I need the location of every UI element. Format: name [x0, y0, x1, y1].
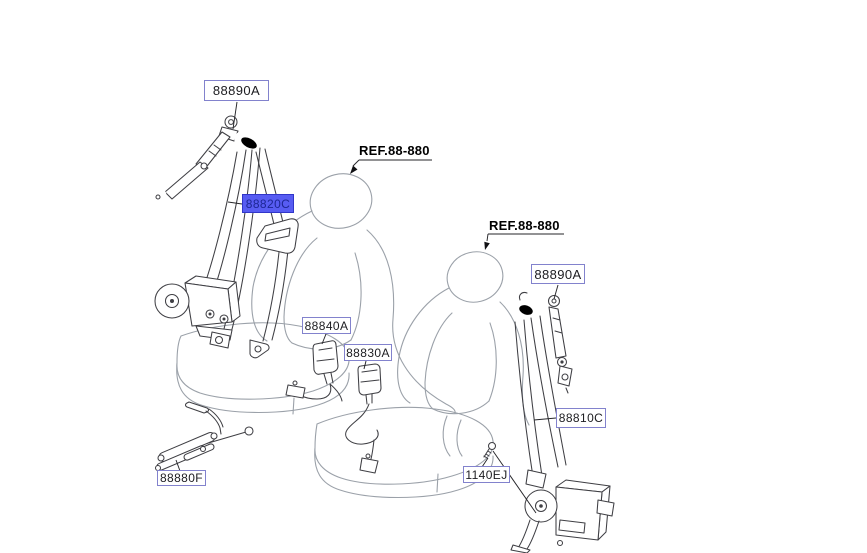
- seat-left-headrest: [309, 173, 373, 229]
- part-label-seatbelt-right[interactable]: 88810C: [556, 408, 606, 428]
- part-label-buckle-front[interactable]: 88840A: [302, 317, 351, 334]
- part-label-bolt[interactable]: 1140EJ: [463, 466, 510, 483]
- part-label-anchor-kit[interactable]: 88880F: [157, 470, 206, 486]
- seatbelt-right-part: [510, 291, 615, 553]
- seat-right: [314, 251, 530, 499]
- part-label-buckle-rear[interactable]: 88830A: [344, 344, 392, 361]
- ref-label-seat-left: REF.88-880: [359, 143, 430, 158]
- part-label-adjuster-left[interactable]: 88890A: [204, 80, 269, 101]
- ref-label-seat-right: REF.88-880: [489, 218, 560, 233]
- buckle-rear-part: [345, 363, 382, 474]
- bolt-part: [483, 441, 497, 459]
- height-adjuster-right-part: [547, 294, 573, 394]
- leader-lines: [175, 101, 564, 514]
- part-label-adjuster-right[interactable]: 88890A: [531, 264, 585, 284]
- seat-left: [176, 173, 456, 415]
- height-adjuster-left-part: [153, 115, 239, 202]
- buckle-front-part: [285, 340, 343, 402]
- part-label-seatbelt-left-selected[interactable]: 88820C: [242, 194, 294, 213]
- seat-right-headrest: [446, 251, 504, 303]
- anchor-kit-part: [154, 401, 254, 472]
